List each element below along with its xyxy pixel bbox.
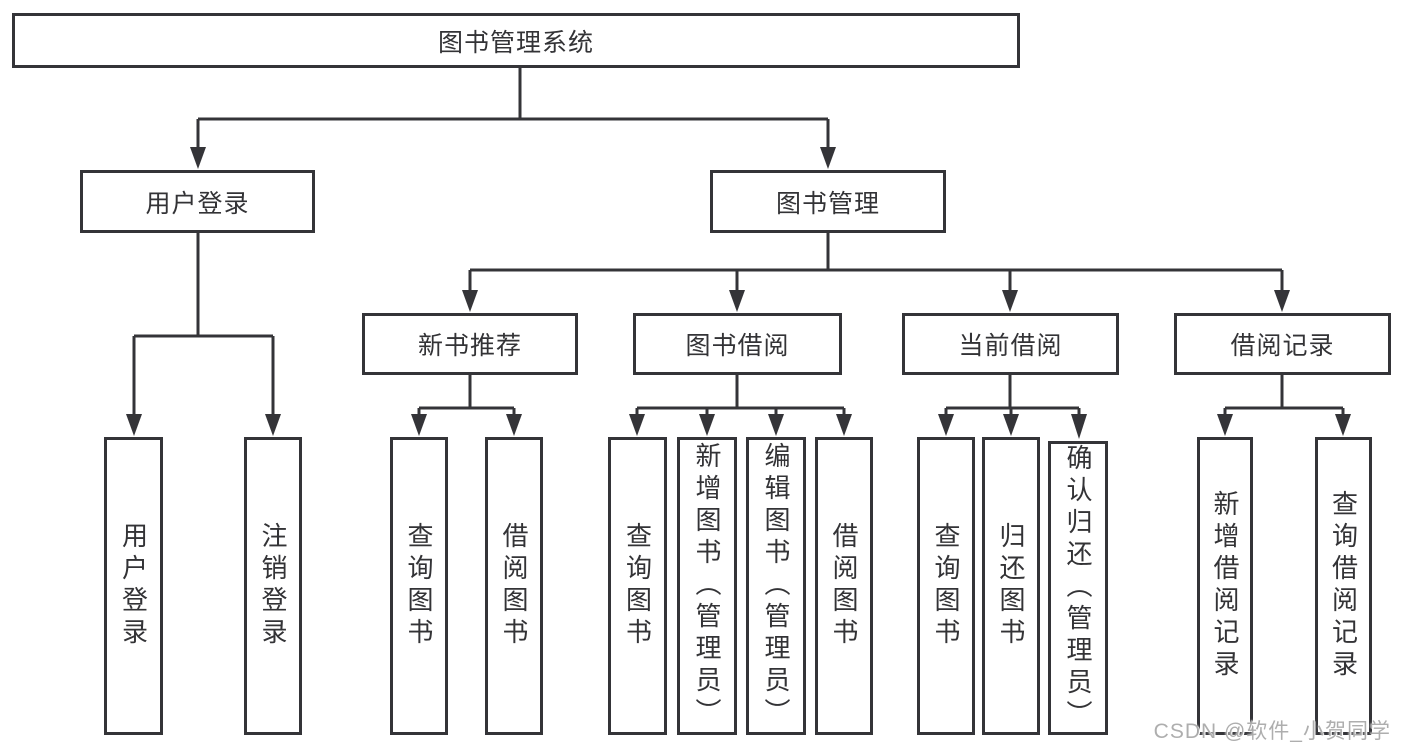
- leaf-confirm-return-admin-label: 确认归还（管理员）: [1063, 444, 1093, 732]
- leaf-query-borrow-record-label: 查询借阅记录: [1328, 490, 1359, 682]
- node-root-system: 图书管理系统: [12, 13, 1020, 68]
- leaf-query-books-recommend: 查询图书: [390, 437, 448, 735]
- node-book-borrow-label: 图书借阅: [685, 332, 790, 360]
- leaf-logout: 注销登录: [244, 437, 302, 735]
- leaf-borrow-books-recommend: 借阅图书: [485, 437, 543, 735]
- leaf-borrow-books-recommend-label: 借阅图书: [499, 522, 529, 650]
- leaf-user-login-label: 用户登录: [118, 522, 149, 650]
- arrowheads: [126, 147, 1351, 439]
- leaf-query-books-current-label: 查询图书: [931, 522, 961, 650]
- leaf-borrow-books-label: 借阅图书: [829, 522, 859, 650]
- leaf-query-books-recommend-label: 查询图书: [404, 522, 434, 650]
- node-current-borrow-label: 当前借阅: [958, 332, 1063, 360]
- node-user-login: 用户登录: [80, 170, 315, 233]
- node-new-book-recommend: 新书推荐: [362, 313, 578, 375]
- leaf-add-borrow-record-label: 新增借阅记录: [1210, 490, 1240, 682]
- leaf-query-books-borrow: 查询图书: [608, 437, 667, 735]
- leaf-add-borrow-record: 新增借阅记录: [1197, 437, 1253, 735]
- leaf-query-books-borrow-label: 查询图书: [622, 522, 653, 650]
- node-borrow-records: 借阅记录: [1174, 313, 1391, 375]
- leaf-return-books: 归还图书: [982, 437, 1040, 735]
- leaf-add-books-admin-label: 新增图书（管理员）: [692, 442, 722, 730]
- node-book-borrow: 图书借阅: [633, 313, 842, 375]
- node-new-book-recommend-label: 新书推荐: [417, 332, 522, 360]
- leaf-edit-books-admin-label: 编辑图书（管理员）: [761, 442, 791, 730]
- node-book-management: 图书管理: [710, 170, 946, 233]
- node-user-login-label: 用户登录: [145, 189, 250, 218]
- leaf-borrow-books: 借阅图书: [815, 437, 873, 735]
- node-current-borrow: 当前借阅: [902, 313, 1119, 375]
- node-root-system-label: 图书管理系统: [437, 28, 594, 57]
- node-book-management-label: 图书管理: [775, 189, 880, 218]
- leaf-logout-label: 注销登录: [258, 522, 288, 650]
- leaf-confirm-return-admin: 确认归还（管理员）: [1048, 441, 1108, 735]
- node-borrow-records-label: 借阅记录: [1230, 332, 1335, 360]
- leaf-edit-books-admin: 编辑图书（管理员）: [746, 437, 806, 735]
- leaf-add-books-admin: 新增图书（管理员）: [677, 437, 737, 735]
- leaf-user-login: 用户登录: [104, 437, 163, 735]
- leaf-query-borrow-record: 查询借阅记录: [1315, 437, 1372, 735]
- leaf-return-books-label: 归还图书: [996, 522, 1026, 650]
- leaf-query-books-current: 查询图书: [917, 437, 975, 735]
